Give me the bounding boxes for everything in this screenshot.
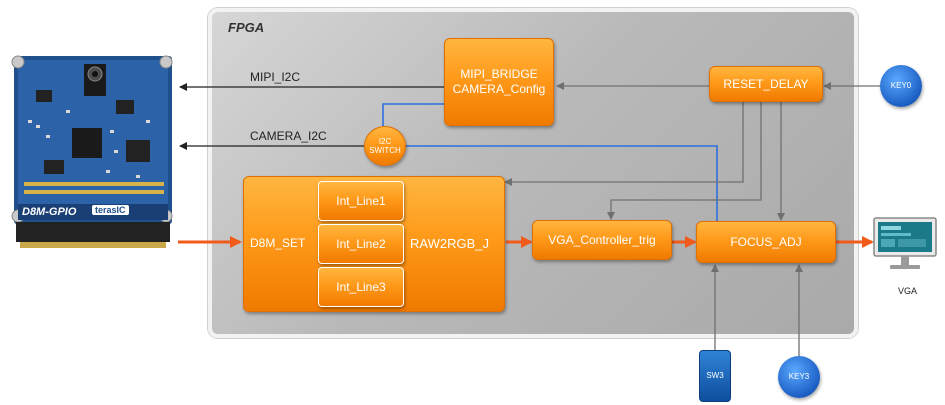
focus-adj-block: FOCUS_ADJ <box>696 221 836 263</box>
int-line3-label: Int_Line3 <box>336 280 386 294</box>
key0-button[interactable] <box>880 65 922 107</box>
int-line1-block: Int_Line1 <box>318 181 404 221</box>
key3-button[interactable] <box>778 356 820 398</box>
int-line1-label: Int_Line1 <box>336 194 386 208</box>
reset-delay-block: RESET_DELAY <box>709 66 823 102</box>
int-line2-block: Int_Line2 <box>318 224 404 264</box>
int-line2-label: Int_Line2 <box>336 237 386 251</box>
reset-to-raw2rgb-line <box>504 102 744 186</box>
key3-label: KEY3 <box>788 372 810 381</box>
d8m-set-label: D8M_SET <box>250 236 306 250</box>
sw3-label: SW3 <box>706 371 724 380</box>
reset-to-vga-line <box>607 102 762 220</box>
sw3-switch[interactable] <box>699 350 731 402</box>
vga-monitor-icon <box>873 217 937 269</box>
key0-label: KEY0 <box>890 81 912 90</box>
int-line3-block: Int_Line3 <box>318 267 404 307</box>
raw2rgb-label: RAW2RGB_J <box>410 236 489 251</box>
reset-delay-label: RESET_DELAY <box>723 77 809 91</box>
focus-adj-label: FOCUS_ADJ <box>730 235 802 249</box>
board-model-label: D8M-GPIO <box>22 206 77 218</box>
i2c-switch-label: I2C SWITCH <box>369 137 401 155</box>
blue-mipi-to-switch <box>382 103 444 126</box>
mipi-bridge-label: MIPI_BRIDGE CAMERA_Config <box>452 67 546 96</box>
fpga-label: FPGA <box>228 20 265 35</box>
vga-controller-label: VGA_Controller_trig <box>548 233 656 247</box>
board-brand-label: terasIC <box>92 205 129 215</box>
camera-i2c-label: CAMERA_I2C <box>250 129 327 143</box>
mipi-i2c-label: MIPI_I2C <box>250 70 301 84</box>
mipi-bridge-block: MIPI_BRIDGE CAMERA_Config <box>444 38 554 126</box>
blue-switch-to-focus <box>405 145 718 222</box>
vga-label: VGA <box>898 286 918 296</box>
vga-controller-block: VGA_Controller_trig <box>532 220 672 260</box>
i2c-switch-block: I2C SWITCH <box>364 126 406 166</box>
d8m-gpio-board-image <box>6 50 178 258</box>
